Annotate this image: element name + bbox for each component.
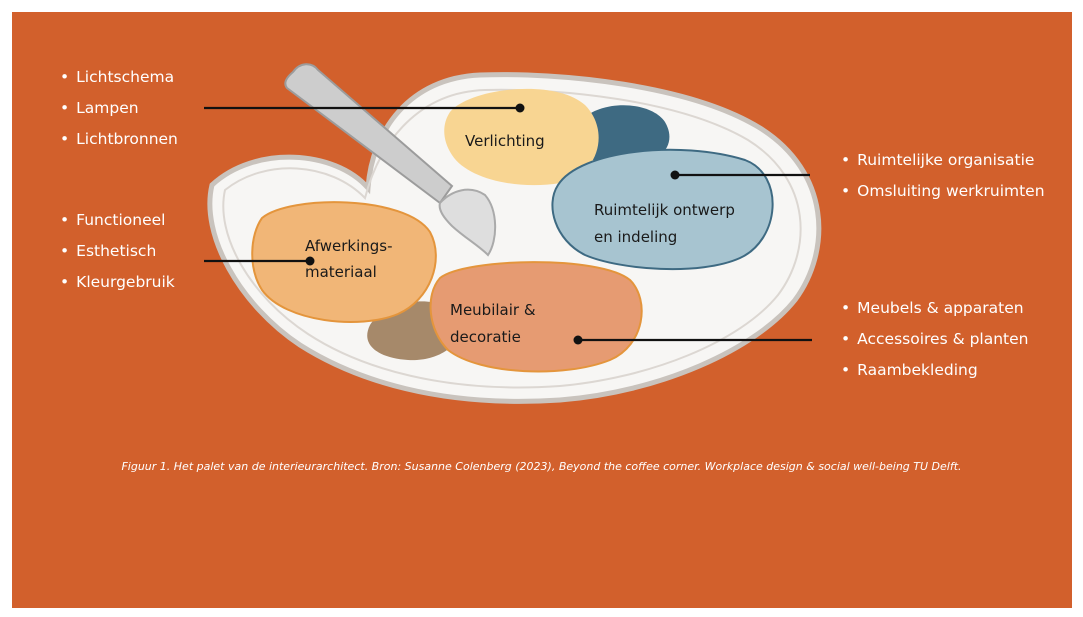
paint-blob-meubilair (429, 261, 643, 373)
list-item: Meubels & apparaten (841, 293, 1029, 324)
list-item: Lampen (60, 93, 178, 124)
list-item: Lichtschema (60, 62, 178, 93)
connector-ruimtelijk (670, 170, 810, 180)
list-item: Accessoires & planten (841, 324, 1028, 355)
list-item: Lichtbronnen (60, 124, 178, 155)
list-afwerking: Functioneel Esthetisch Kleurgebruik (60, 205, 175, 298)
label-ruimtelijk-line1: Ruimtelijk ontwerp (594, 201, 735, 219)
list-verlichting: Lichtschema Lampen Lichtbronnen (60, 62, 178, 155)
paint-blob-verlichting (444, 88, 599, 186)
list-meubilair: Meubels & apparaten Accessoires & plante… (841, 293, 1029, 386)
label-ruimtelijk-line2: en indeling (594, 228, 677, 246)
list-item: Ruimtelijke organisatie (841, 145, 1045, 176)
list-item: Esthetisch (60, 236, 175, 267)
list-item: Kleurgebruik (60, 267, 175, 298)
label-verlichting: Verlichting (465, 132, 545, 150)
connector-verlichting (204, 103, 525, 113)
list-ruimtelijk: Ruimtelijke organisatie Omsluiting werkr… (841, 145, 1045, 207)
connector-meubilair (573, 335, 812, 345)
connector-afwerking (204, 256, 315, 266)
label-meubilair-line1: Meubilair & (450, 301, 536, 319)
paint-blob-ruimtelijk (551, 148, 774, 271)
paint-blob-afwerking (251, 201, 437, 323)
label-afwerking-line2: materiaal (305, 263, 377, 281)
list-item: Functioneel (60, 205, 175, 236)
label-afwerking-line1: Afwerkings- (305, 237, 393, 255)
list-item: Omsluiting werkruimten (841, 176, 1044, 207)
list-item: Raambekleding (841, 355, 1029, 386)
label-meubilair-line2: decoratie (450, 328, 521, 346)
figure-caption: Figuur 1. Het palet van de interieurarch… (121, 460, 962, 473)
brush-icon (284, 63, 497, 257)
